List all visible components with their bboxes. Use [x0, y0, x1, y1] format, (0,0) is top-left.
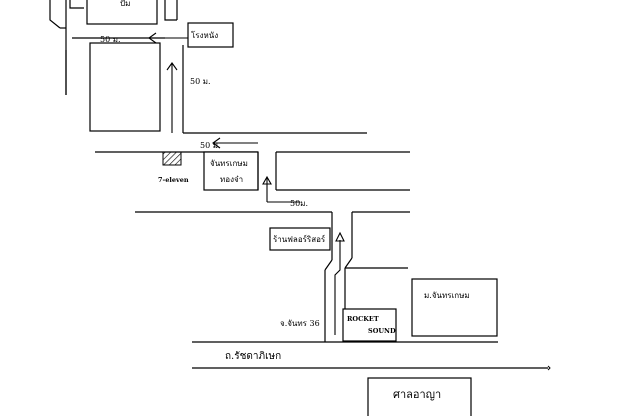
arrow-soi-line — [334, 240, 341, 335]
chanthakasem-box — [203, 151, 259, 191]
seven-eleven-marker — [162, 151, 182, 166]
left-block — [89, 42, 161, 132]
arrow-soi-head — [335, 231, 345, 242]
road-top-right-curb — [164, 0, 177, 21]
court-box — [367, 377, 472, 416]
seven-eleven-label: 7-eleven — [158, 176, 189, 184]
university-label: ม.จันทรเกษม — [424, 291, 470, 300]
arrow-top-head — [148, 32, 157, 44]
road-top-left-curb — [69, 0, 84, 9]
arrow-up-head — [166, 62, 178, 71]
court-label: ศาลอาญา — [393, 388, 441, 401]
top-building — [86, 0, 158, 25]
soi-right-bend — [344, 257, 353, 269]
theatre-box — [187, 22, 234, 48]
flower-shop-label: ร้านฟลอร์ริสอร์ — [273, 234, 326, 244]
chanthakasem-label-1: จันทรเกษม — [210, 159, 248, 168]
road-top-left-edge — [49, 0, 61, 29]
road-name-label: ถ.รัชดาภิเษก — [225, 351, 281, 362]
dist-vertical-label: 50 ม. — [190, 77, 211, 86]
dist-lower-label: 50ม. — [290, 199, 308, 208]
university-box — [411, 278, 498, 337]
arrow-small-up-head — [262, 175, 272, 185]
chanthakasem-label-2: ทองจ๋า — [220, 175, 243, 184]
dist-top-label: 50 ม. — [100, 35, 121, 44]
dist-middle-label: 50 ม. — [200, 141, 221, 150]
rocket-sound-box — [342, 308, 397, 342]
flower-shop-box — [269, 227, 331, 251]
road-end-mark — [547, 365, 551, 371]
rocket-sound-label-2: SOUND — [368, 327, 396, 335]
soi-left-bend — [324, 259, 333, 271]
rocket-sound-label-1: ROCKET — [347, 315, 379, 323]
soi-label: จ.จันทร 36 — [280, 319, 320, 328]
arrow-middle-head — [212, 137, 221, 149]
top-building-label: ปั๊ม — [120, 0, 130, 8]
theatre-label: โรงหนัง — [191, 30, 218, 40]
